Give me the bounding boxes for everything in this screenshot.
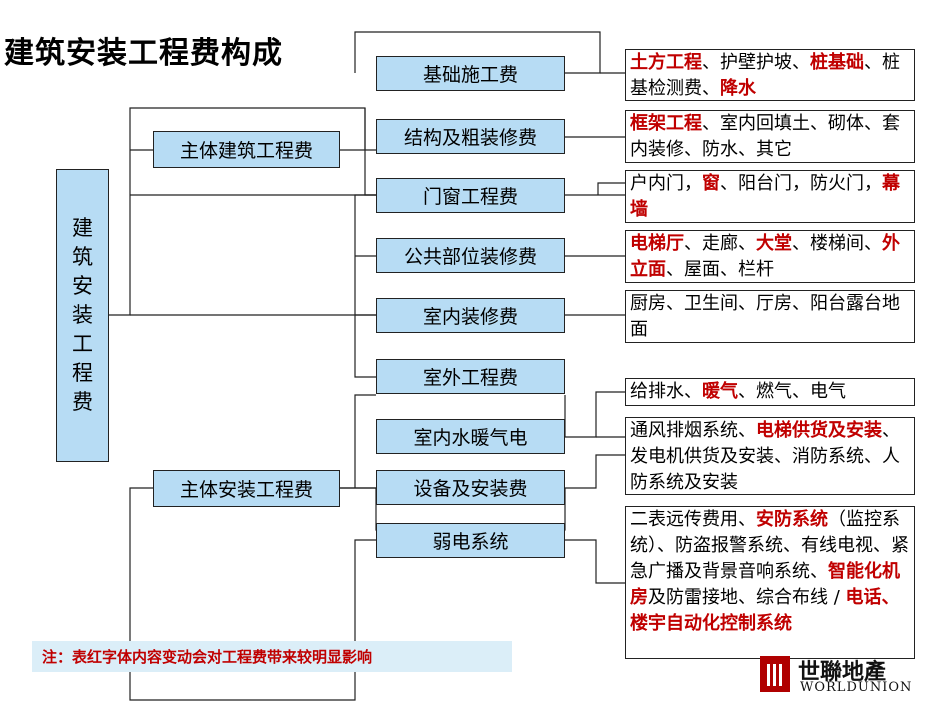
item-foundation: 基础施工费	[376, 56, 565, 91]
desc-foundation: 土方工程、护壁护坡、桩基础、桩基检测费、降水	[625, 49, 915, 101]
page-title: 建筑安装工程费构成	[4, 36, 283, 71]
item-low-voltage: 弱电系统	[376, 523, 565, 558]
highlight-text: 框架工程	[630, 113, 702, 134]
root-char: 程	[72, 361, 93, 385]
root-char: 建	[72, 216, 93, 240]
desc-mep: 给排水、暖气、燃气、电气	[625, 378, 915, 406]
highlight-text: 智能化机房	[630, 561, 900, 608]
item-mep: 室内水暖气电	[376, 419, 565, 454]
root-char: 工	[72, 332, 93, 356]
desc-text: 给排水、	[630, 381, 702, 402]
highlight-text: 外立面	[630, 233, 900, 280]
root-char: 费	[72, 390, 93, 414]
highlight-text: 窗	[702, 173, 720, 194]
logo-en-text: WORLDUNION	[800, 680, 913, 695]
highlight-text: 暖气	[702, 381, 738, 402]
group-building: 主体建筑工程费	[153, 131, 340, 168]
desc-text: 、楼梯间、	[792, 233, 882, 254]
logo-mark-icon	[760, 656, 790, 692]
desc-low-voltage: 二表远传费用、安防系统（监控系统）、防盗报警系统、有线电视、紧急广播及背景音响系…	[625, 506, 915, 659]
highlight-text: 降水	[720, 78, 756, 99]
item-interior-decoration: 室内装修费	[376, 298, 565, 333]
item-public-decoration: 公共部位装修费	[376, 238, 565, 273]
desc-text: 及防雷接地、综合布线 /	[648, 587, 846, 608]
root-box: 建筑安装工程费	[56, 169, 109, 462]
item-structure: 结构及粗装修费	[376, 119, 565, 154]
item-equipment: 设备及安装费	[376, 470, 565, 505]
item-doors-windows: 门窗工程费	[376, 178, 565, 213]
desc-text: 、室内回填土、砌体、套内装修、防水、其它	[630, 113, 900, 160]
desc-text: 、桩基检测费、	[630, 52, 900, 99]
desc-text: 户内门，	[630, 173, 702, 194]
item-exterior: 室外工程费	[376, 359, 565, 394]
desc-text: （监控系统）、防盗报警系统、有线电视、紧急广播及背景音响系统、	[630, 509, 909, 582]
desc-text: 、屋面、栏杆	[666, 259, 774, 280]
desc-text: 、阳台门，防火门，	[720, 173, 882, 194]
highlight-text: 电梯供货及安装	[756, 420, 882, 441]
footnote: 注：表红字体内容变动会对工程费带来较明显影响	[32, 641, 512, 672]
desc-structure: 框架工程、室内回填土、砌体、套内装修、防水、其它	[625, 110, 915, 163]
highlight-text: 电话、楼宇自动化控制系统	[630, 587, 900, 634]
desc-doors-windows: 户内门，窗、阳台门，防火门，幕墙	[625, 170, 915, 223]
desc-text: 、发电机供货及安装、消防系统、人防系统及安装	[630, 420, 900, 493]
root-char: 筑	[72, 245, 93, 269]
desc-equipment: 通风排烟系统、电梯供货及安装、发电机供货及安装、消防系统、人防系统及安装	[625, 417, 915, 495]
group-install: 主体安装工程费	[153, 470, 340, 507]
highlight-text: 电梯厅	[630, 233, 684, 254]
root-char: 安	[72, 274, 93, 298]
desc-text: 、护壁护坡、	[702, 52, 810, 73]
highlight-text: 安防系统	[756, 509, 828, 530]
highlight-text: 大堂	[756, 233, 792, 254]
root-char: 装	[72, 303, 93, 327]
desc-public-decoration: 电梯厅、走廊、大堂、楼梯间、外立面、屋面、栏杆	[625, 230, 915, 283]
worldunion-logo: 世聯地產 WORLDUNION	[760, 654, 920, 698]
logo-cn-text: 世聯地產	[798, 660, 887, 685]
desc-text: 、走廊、	[684, 233, 756, 254]
highlight-text: 幕墙	[630, 173, 900, 220]
highlight-text: 土方工程	[630, 52, 702, 73]
highlight-text: 桩基础	[810, 52, 864, 73]
desc-text: 、燃气、电气	[738, 381, 846, 402]
desc-text: 厨房、卫生间、厅房、阳台露台地面	[630, 293, 900, 340]
desc-text: 二表远传费用、	[630, 509, 756, 530]
desc-text: 通风排烟系统、	[630, 420, 756, 441]
desc-interior-decoration: 厨房、卫生间、厅房、阳台露台地面	[625, 290, 915, 343]
